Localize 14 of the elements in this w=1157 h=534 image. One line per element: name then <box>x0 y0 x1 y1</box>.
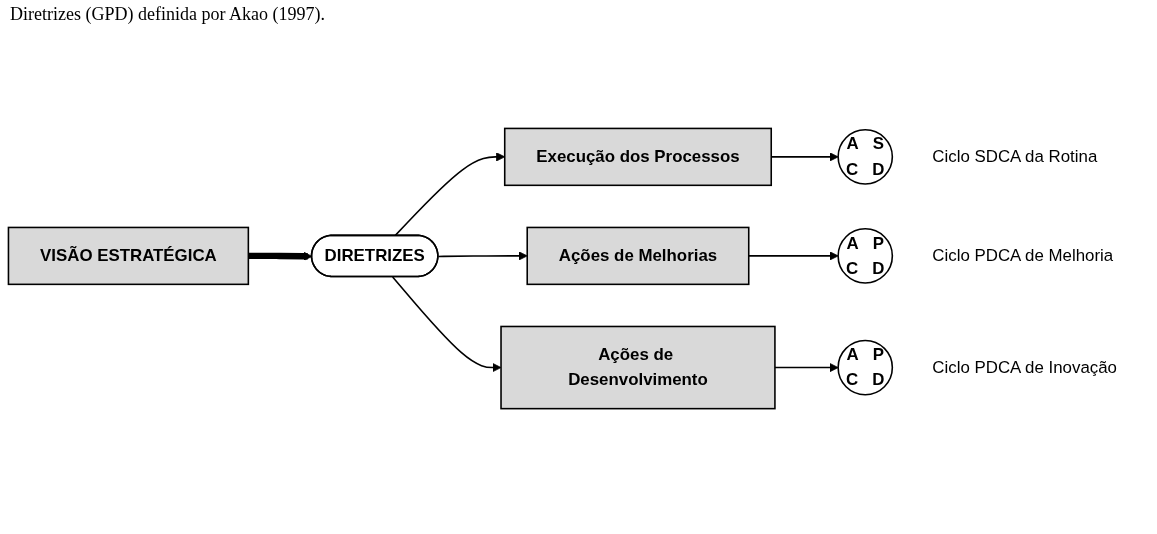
node-label: Ciclo PDCA de Inovação <box>932 358 1117 377</box>
note-text: Diretrizes (GPD) definida por Akao (1997). <box>10 4 326 25</box>
node-box: Execução dos Processos <box>503 128 772 187</box>
node-circle: A S C D <box>837 129 894 186</box>
arrow <box>774 363 839 373</box>
node-label: Ciclo PDCA de Melhoria <box>932 246 1114 265</box>
node-circle: A P C D <box>837 228 894 285</box>
node-circle: A P C D <box>837 340 894 396</box>
arrow <box>437 251 528 261</box>
arrow <box>391 276 502 373</box>
node-box: VISÃO ESTRATÉGICA <box>7 227 250 286</box>
node-box: Ações de Melhorias <box>526 227 750 286</box>
node-label: Ciclo SDCA da Rotina <box>932 147 1098 166</box>
node-box: Ações de Desenvolvimento <box>500 326 776 410</box>
